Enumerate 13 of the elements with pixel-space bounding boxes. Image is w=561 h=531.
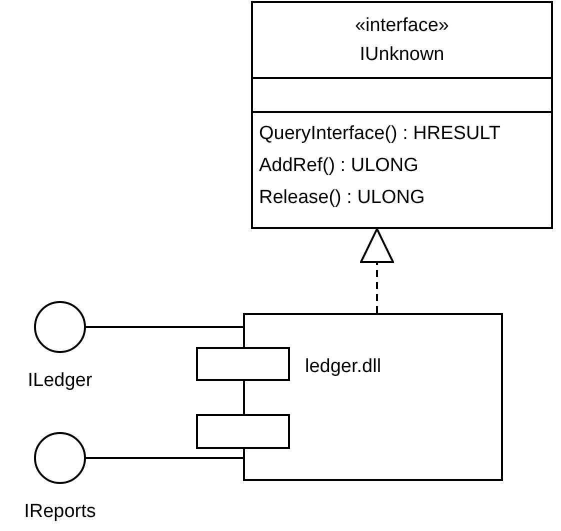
component-name: ledger.dll [305, 357, 382, 376]
operation-text: QueryInterface() : HRESULT [259, 123, 502, 145]
operation-text: Release() : ULONG [259, 187, 426, 209]
connector-line [86, 457, 243, 459]
interface-label: IReports [23, 502, 97, 521]
operation-text: AddRef() : ULONG [259, 155, 420, 177]
interface-class-box [251, 1, 553, 229]
stereotype-label: «interface» [354, 16, 449, 35]
class-name: IUnknown [360, 45, 444, 64]
realization-arrow [360, 228, 394, 313]
connector-line [86, 326, 243, 328]
interface-label: ILedger [26, 371, 94, 390]
component-box [243, 313, 503, 481]
